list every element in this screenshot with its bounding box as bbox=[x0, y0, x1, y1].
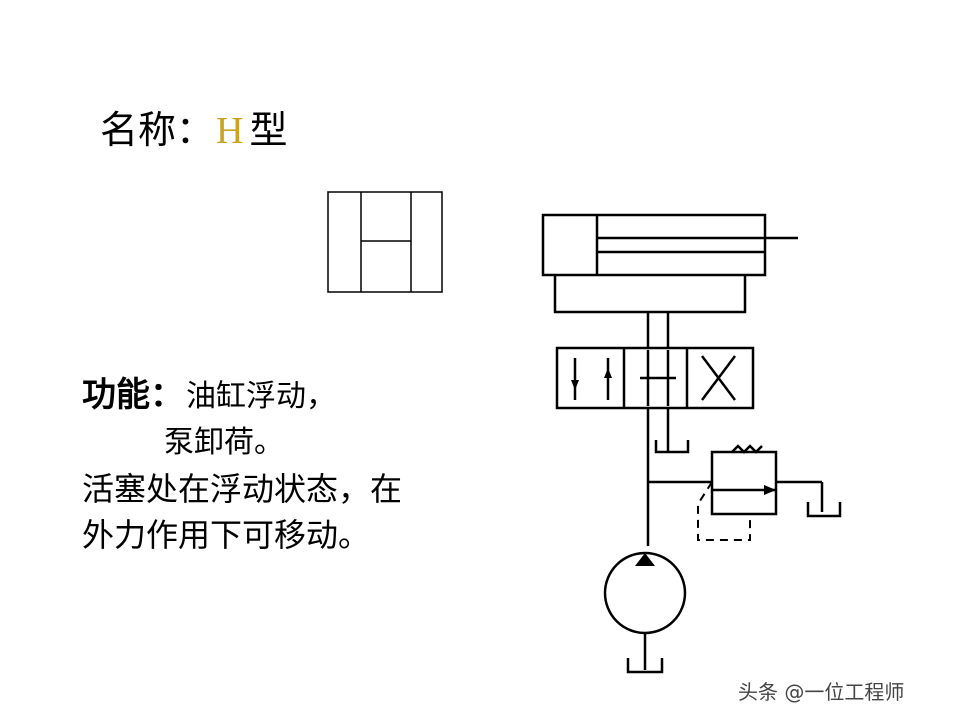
relief-tank-symbol bbox=[806, 502, 842, 518]
valve-right-flow-2 bbox=[701, 355, 736, 401]
cylinder-port-lines bbox=[553, 275, 747, 314]
function-desc-1: 油缸浮动， bbox=[186, 379, 336, 414]
function-line-4: 外力作用下可移动。 bbox=[82, 516, 371, 554]
function-line-2: 泵卸荷。 bbox=[164, 425, 284, 460]
function-colon: ： bbox=[150, 375, 184, 415]
valve-tank-symbol bbox=[654, 440, 690, 454]
relief-valve-arrow bbox=[764, 485, 776, 495]
watermark: 头条 @一位工程师 bbox=[738, 680, 905, 704]
title-suffix: 型 bbox=[249, 108, 288, 152]
valve-left-arrow-2 bbox=[604, 368, 612, 378]
directional-valve-body bbox=[555, 346, 755, 410]
valve-left-arrow-1 bbox=[571, 380, 579, 390]
function-line-3: 活塞处在浮动状态，在 bbox=[82, 470, 403, 508]
pump-tank-symbol bbox=[626, 658, 664, 674]
hydraulic-circuit-diagram bbox=[541, 213, 842, 674]
title-prefix: 名称： bbox=[100, 108, 215, 152]
symbol-outline bbox=[327, 191, 443, 293]
pump-direction-triangle bbox=[635, 553, 655, 566]
relief-valve-body bbox=[710, 450, 778, 516]
h-function-valve-symbol bbox=[327, 191, 443, 293]
relief-valve-spring bbox=[731, 444, 763, 454]
function-line-1: 功能：油缸浮动， bbox=[82, 372, 402, 420]
relief-pilot-line bbox=[697, 481, 751, 541]
title-type-letter: H bbox=[216, 110, 244, 152]
function-description: 功能：油缸浮动， 泵卸荷。 活塞处在浮动状态，在 外力作用下可移动。 bbox=[82, 372, 402, 558]
cylinder-body bbox=[541, 213, 767, 277]
function-label: 功能 bbox=[82, 375, 150, 415]
